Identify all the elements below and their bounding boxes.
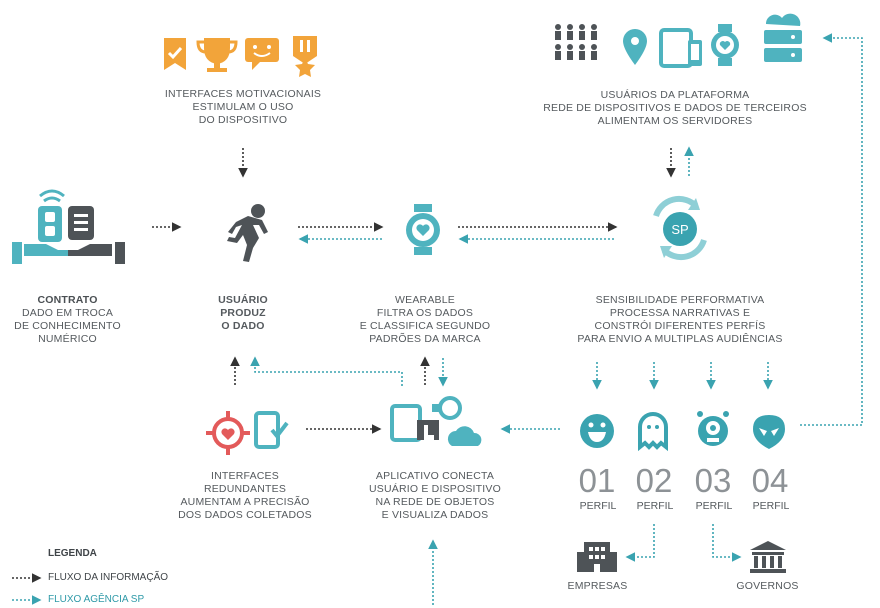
caption-line: USUÁRIOS DA PLATAFORMA xyxy=(600,89,750,101)
caption-line: USUÁRIO E DISPOSITIVO xyxy=(369,483,501,495)
caption-line: USUÁRIO xyxy=(218,294,268,306)
profile-04-number: 04 xyxy=(751,462,789,499)
caption-line: DADO EM TROCA xyxy=(21,307,114,319)
trophy-icon xyxy=(196,38,238,72)
caption-line: ESTIMULAM O USO xyxy=(192,101,294,113)
sp-sync-icon: SP xyxy=(653,195,707,261)
sp-caption: SENSIBILIDADE PERFORMATIVA PROCESSA NARR… xyxy=(560,294,800,346)
caption-line: DE CONHECIMENTO xyxy=(14,320,121,332)
caption-line: REDUNDANTES xyxy=(203,483,287,495)
checklist-icon xyxy=(254,411,289,449)
caption-line: NA REDE DE OBJETOS xyxy=(375,496,495,508)
app-connect-icon xyxy=(390,396,482,446)
runner-icon xyxy=(227,204,268,262)
smartwatch-heart-icon xyxy=(711,24,739,66)
caption-line: E VISUALIZA DADOS xyxy=(381,509,489,521)
smile-chat-icon xyxy=(245,38,279,70)
profile-03-number: 03 xyxy=(694,462,732,499)
government-building-icon xyxy=(750,541,786,573)
caption-line: AUMENTAM A PRECISÃO xyxy=(180,496,310,508)
flow-arrows xyxy=(12,33,863,605)
company-building-icon xyxy=(577,542,617,572)
caption-line: APLICATIVO CONECTA xyxy=(375,470,495,482)
cloud-server-icon xyxy=(764,13,802,62)
caption-line: INTERFACES MOTIVACIONAIS xyxy=(164,88,322,100)
caption-line: PADRÕES DA MARCA xyxy=(369,333,481,345)
wearable-caption: WEARABLE FILTRA OS DADOS E CLASSIFICA SE… xyxy=(345,294,505,346)
profile-04-label: PERFIL xyxy=(752,500,790,512)
target-heart-icon xyxy=(206,411,250,455)
location-pin-icon xyxy=(623,29,647,65)
governos-label: GOVERNOS xyxy=(736,580,799,592)
profile-01-number: 01 xyxy=(578,462,616,499)
people-group-icon xyxy=(555,24,597,60)
caption-line: E CLASSIFICA SEGUNDO xyxy=(359,320,491,332)
redundant-caption: INTERFACES REDUNDANTES AUMENTAM A PRECIS… xyxy=(165,470,325,522)
contract-caption: CONTRATO DADO EM TROCA DE CONHECIMENTO N… xyxy=(0,294,135,346)
legend-agency-flow: FLUXO AGÊNCIA SP xyxy=(48,594,145,605)
caption-line: SENSIBILIDADE PERFORMATIVA xyxy=(595,294,765,306)
sp-badge-label: SP xyxy=(671,222,688,237)
caption-line: DO DISPOSITIVO xyxy=(198,114,288,126)
ghost-icon xyxy=(638,412,668,452)
caption-line: PROCESSA NARRATIVAS E xyxy=(609,307,751,319)
profile-02-label: PERFIL xyxy=(636,500,674,512)
caption-line: NUMÉRICO xyxy=(38,333,97,345)
profile-03-label: PERFIL xyxy=(695,500,733,512)
caption-line: WEARABLE xyxy=(395,294,455,306)
platform-caption: USUÁRIOS DA PLATAFORMA REDE DE DISPOSITI… xyxy=(530,89,820,128)
empresas-label: EMPRESAS xyxy=(567,580,628,592)
profile-02-number: 02 xyxy=(635,462,673,499)
contract-hands-icon xyxy=(12,189,125,264)
app-caption: APLICATIVO CONECTA USUÁRIO E DISPOSITIVO… xyxy=(355,470,515,522)
caption-line: DOS DADOS COLETADOS xyxy=(178,509,312,521)
caption-line: INTERFACES xyxy=(211,470,279,482)
profile-01-label: PERFIL xyxy=(579,500,617,512)
caption-line: PRODUZ xyxy=(220,307,266,319)
monster-icon xyxy=(697,411,729,446)
caption-line: ALIMENTAM OS SERVIDORES xyxy=(597,115,753,127)
motivational-caption: INTERFACES MOTIVACIONAIS ESTIMULAM O USO… xyxy=(158,88,328,127)
medal-icon xyxy=(293,36,317,77)
legend-info-flow: FLUXO DA INFORMAÇÃO xyxy=(48,572,169,583)
devices-icon xyxy=(659,28,702,68)
caption-line: FILTRA OS DADOS xyxy=(376,307,474,319)
caption-line: O DADO xyxy=(221,320,265,332)
user-caption: USUÁRIO PRODUZ O DADO xyxy=(198,294,288,333)
caption-line: CONSTRÓI DIFERENTES PERFÍS xyxy=(594,320,766,332)
alien-icon xyxy=(753,415,785,449)
caption-line: REDE DE DISPOSITIVOS E DADOS DE TERCEIRO… xyxy=(543,102,807,114)
badge-check-icon xyxy=(164,38,186,70)
contract-title: CONTRATO xyxy=(37,294,98,306)
caption-line: PARA ENVIO A MULTIPLAS AUDIÊNCIAS xyxy=(577,333,783,345)
legend-title: LEGENDA xyxy=(48,548,97,559)
smiley-icon xyxy=(580,414,614,448)
wearable-watch-icon xyxy=(406,204,440,255)
